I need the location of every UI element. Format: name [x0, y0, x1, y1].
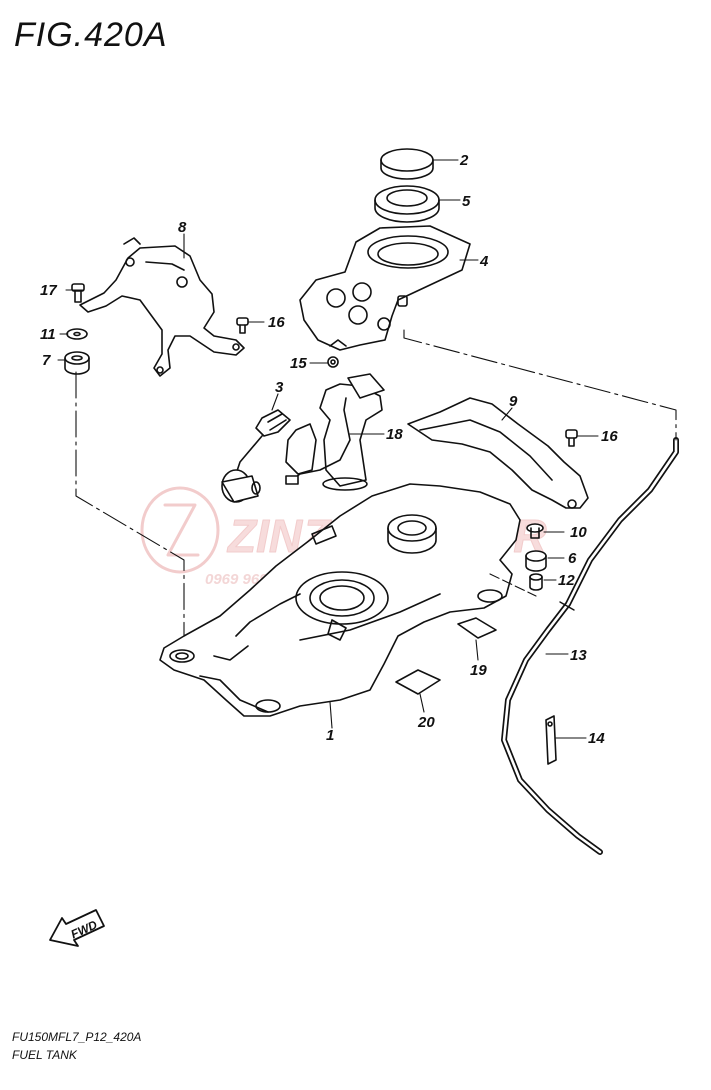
part-9-panel	[407, 397, 589, 509]
part-20-pad	[395, 669, 441, 695]
part-6-cushion	[525, 550, 547, 572]
part-2-cap	[380, 148, 434, 180]
fwd-arrow-icon: FWD	[49, 909, 105, 947]
leader-lines	[57, 159, 677, 739]
figure-name: FUEL TANK	[12, 1048, 77, 1062]
part-1-fuel-tank	[159, 483, 521, 717]
callout-8: 8	[178, 219, 187, 236]
part-15-screw	[327, 356, 339, 368]
callout-14: 14	[588, 730, 605, 747]
callout-11: 11	[40, 326, 56, 343]
callout-15: 15	[290, 355, 307, 372]
figure-code: FU150MFL7_P12_420A	[12, 1030, 142, 1044]
part-17-bolt	[71, 283, 85, 303]
callout-16-b: 16	[601, 428, 618, 445]
callout-1: 1	[326, 727, 334, 744]
part-11-washer	[66, 328, 88, 340]
callout-16-a: 16	[268, 314, 285, 331]
callout-18: 18	[386, 426, 403, 443]
callout-19: 19	[470, 662, 487, 679]
callout-4: 4	[479, 253, 489, 270]
callout-5: 5	[462, 193, 471, 210]
callout-17: 17	[40, 282, 57, 299]
part-3-fuel-pump	[221, 409, 291, 503]
callout-10: 10	[570, 524, 587, 541]
callout-12: 12	[558, 572, 575, 589]
part-18-pump-unit	[285, 373, 385, 491]
part-5-seal	[374, 185, 440, 223]
callout-20: 20	[417, 714, 435, 731]
part-16-bolt-a	[236, 317, 249, 334]
callout-6: 6	[568, 550, 577, 567]
part-12-collar	[529, 573, 543, 591]
callout-2: 2	[459, 152, 469, 169]
part-7-cushion	[64, 351, 90, 375]
part-16-bolt-b	[565, 429, 578, 447]
part-4-cover	[299, 225, 471, 351]
callout-labels: 2 5 4 8 17 11 7 16 15 3 18 9 16 10 6 12 …	[40, 152, 618, 747]
callout-13: 13	[570, 647, 587, 664]
callout-7: 7	[42, 352, 51, 369]
part-14-clip	[545, 715, 557, 765]
part-19-pad	[457, 617, 497, 639]
callout-3: 3	[275, 379, 284, 396]
part-8-bracket	[79, 237, 245, 377]
part-13-hose	[501, 437, 679, 855]
callout-9: 9	[509, 393, 518, 410]
part-10-bolt	[526, 523, 544, 539]
figure-title: FIG.420A	[14, 16, 168, 54]
